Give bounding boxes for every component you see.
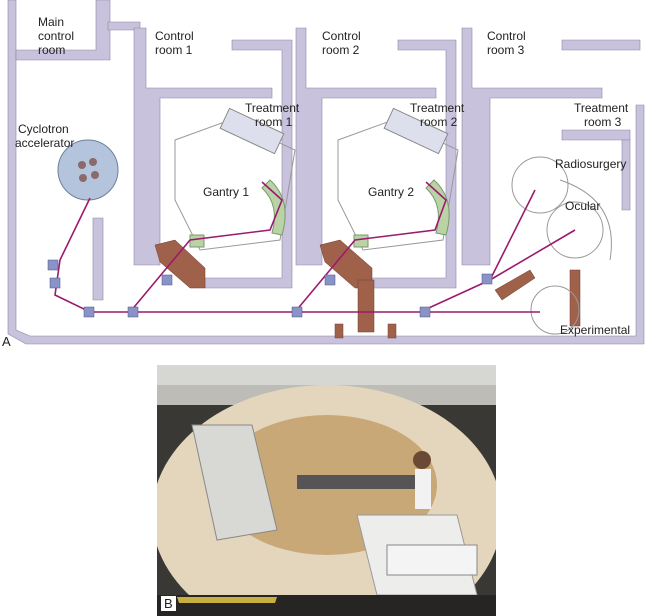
label-cyclotron: Cyclotron [18, 122, 69, 136]
gantry-magnets [189, 179, 450, 248]
label-control-room-3: room 3 [487, 43, 525, 57]
label-control-room-1: Control [155, 29, 194, 43]
label-treatment-room-1: room 1 [255, 115, 293, 129]
label-treatment-room-2: room 2 [420, 115, 458, 129]
panel-letter-a: A [2, 334, 11, 349]
shielding-blocks [154, 239, 581, 339]
label-gantry-2: Gantry 2 [368, 185, 414, 199]
label-radiosurgery: Radiosurgery [555, 157, 626, 171]
label-treatment-room-1: Treatment [245, 101, 300, 115]
bending-magnets [47, 259, 493, 318]
label-control-room-1: room 1 [155, 43, 193, 57]
label-treatment-room-3: Treatment [574, 101, 629, 115]
label-experimental: Experimental [560, 323, 630, 337]
label-control-room-3: Control [487, 29, 526, 43]
label-treatment-room-3: room 3 [584, 115, 622, 129]
gantry-room-photo [157, 365, 496, 616]
room-labels: Main control room Control room 1 Control… [2, 15, 630, 349]
gantries [174, 119, 612, 335]
label-control-room-2: Control [322, 29, 361, 43]
label-main-control-room: control [38, 29, 74, 43]
walls [7, 0, 645, 345]
label-gantry-1: Gantry 1 [203, 185, 249, 199]
label-cyclotron: accelerator [15, 136, 74, 150]
label-main-control-room: Main [38, 15, 64, 29]
label-main-control-room: room [38, 43, 65, 57]
label-ocular: Ocular [565, 199, 600, 213]
floor-plan-diagram: Main control room Control room 1 Control… [2, 0, 645, 349]
panel-letter-b: B [161, 596, 176, 611]
label-treatment-room-2: Treatment [410, 101, 465, 115]
label-control-room-2: room 2 [322, 43, 360, 57]
cyclotron [57, 139, 119, 201]
patient-positioners [219, 107, 449, 155]
